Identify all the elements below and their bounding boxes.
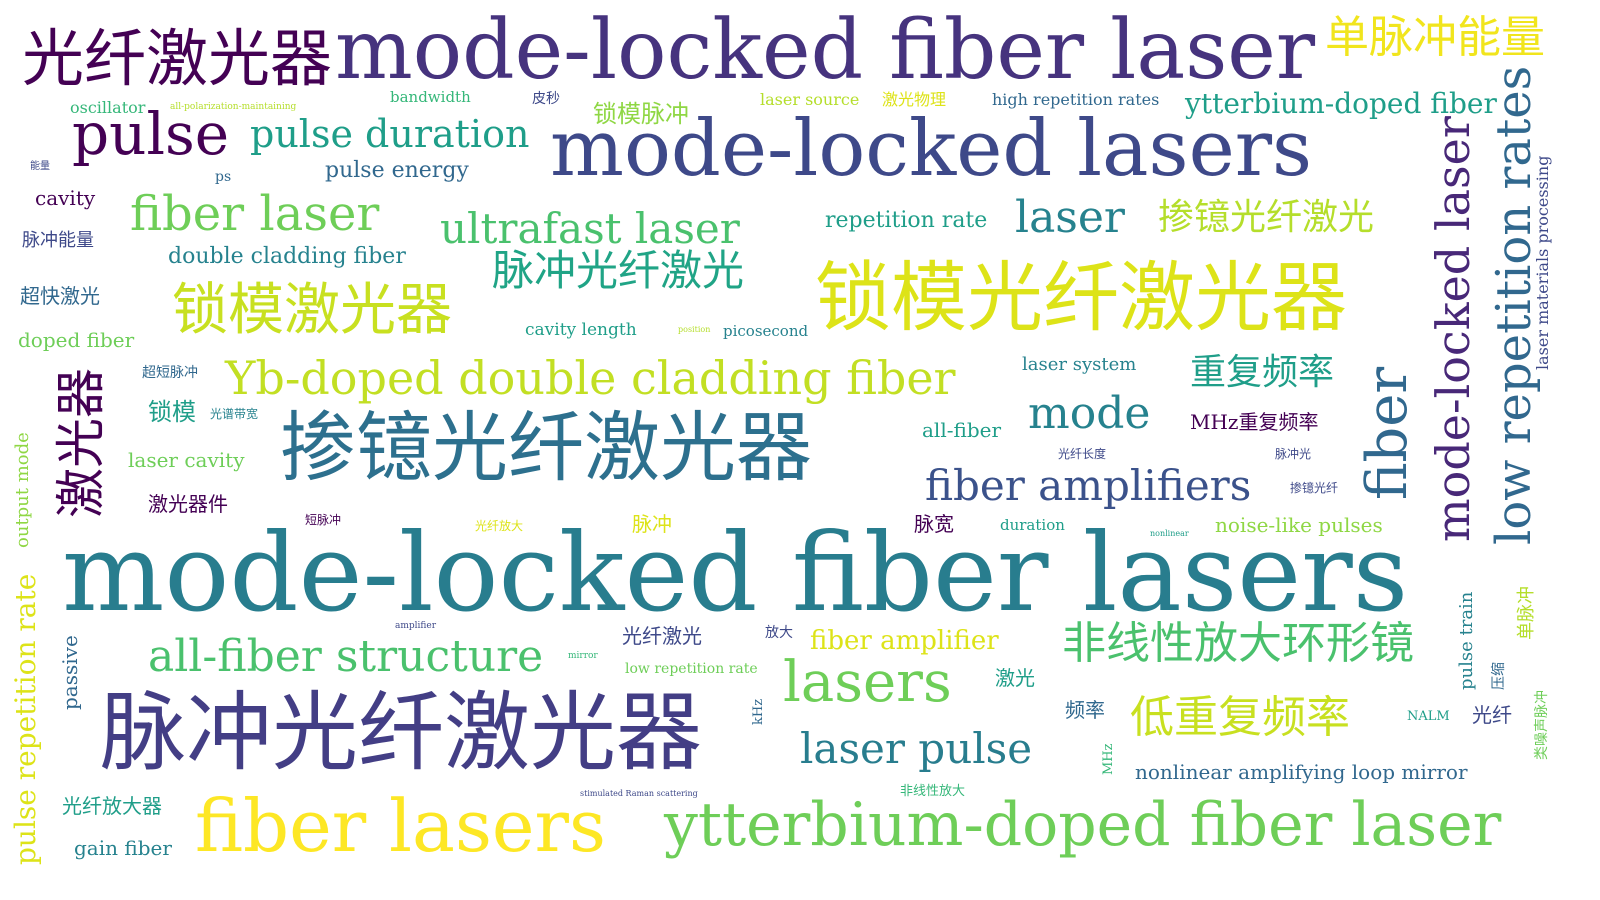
word-64: mirror <box>568 651 598 661</box>
word-59: 光纤激光 <box>622 624 702 648</box>
word-42: 掺镱光纤激光器 <box>280 403 812 492</box>
word-11: ytterbium-doped fiber <box>1185 87 1497 120</box>
word-92: 单脉冲 <box>1516 586 1537 640</box>
word-62: 非线性放大环形镜 <box>1062 618 1414 669</box>
word-84: passive <box>58 635 82 710</box>
word-57: mode-locked fiber lasers <box>62 511 1409 636</box>
word-46: 脉冲光 <box>1275 447 1312 461</box>
word-79: fiber lasers <box>195 784 606 868</box>
word-69: 低重复频率 <box>1130 692 1350 743</box>
word-89: low repetition rates <box>1486 65 1542 545</box>
word-82: output mode <box>12 432 33 548</box>
word-9: 激光物理 <box>882 90 947 109</box>
word-7: 锁模脉冲 <box>593 100 689 128</box>
word-86: MHz <box>1101 743 1116 776</box>
word-2: 单脉冲能量 <box>1325 12 1545 63</box>
word-8: laser source <box>760 90 860 109</box>
word-90: laser materials processing <box>1533 155 1552 370</box>
word-91: pulse train <box>1456 591 1477 690</box>
word-63: all-fiber structure <box>148 631 544 682</box>
word-76: stimulated Raman scattering <box>580 789 698 798</box>
word-23: 掺镱光纤激光 <box>1158 197 1375 238</box>
word-70: 频率 <box>1065 698 1105 722</box>
word-15: 能量 <box>30 161 50 172</box>
word-22: laser <box>1015 192 1125 243</box>
word-66: lasers <box>783 650 952 715</box>
word-5: bandwidth <box>390 88 471 106</box>
word-14: mode-locked lasers <box>550 104 1313 194</box>
word-61: fiber amplifier <box>810 626 999 656</box>
word-21: repetition rate <box>825 208 988 233</box>
word-39: 光谱带宽 <box>210 407 259 421</box>
word-67: 激光 <box>995 666 1035 690</box>
word-94: 类噪声脉冲 <box>1534 690 1550 760</box>
word-68: 脉冲光纤激光器 <box>100 683 702 783</box>
word-18: cavity <box>35 186 96 210</box>
word-27: 锁模光纤激光器 <box>815 253 1347 342</box>
word-43: all-fiber <box>922 418 1002 442</box>
word-83: pulse repetition rate <box>9 573 42 865</box>
word-53: 脉宽 <box>914 512 954 536</box>
word-12: pulse <box>72 100 230 168</box>
word-40: mode <box>1028 388 1151 439</box>
word-34: 超短脉冲 <box>142 365 198 381</box>
word-60: 放大 <box>765 625 793 641</box>
word-33: position <box>678 325 711 334</box>
word-36: laser system <box>1022 354 1137 375</box>
word-20: ultrafast laser <box>440 204 740 253</box>
word-25: double cladding fiber <box>168 244 406 269</box>
word-1: mode-locked fiber laser <box>335 3 1316 98</box>
word-29: 锁模激光器 <box>172 278 452 343</box>
word-58: amplifier <box>395 621 437 631</box>
word-65: low repetition rate <box>625 661 758 677</box>
word-3: oscillator <box>70 98 146 117</box>
word-28: 超快激光 <box>20 284 100 308</box>
word-4: all-polarization-maintaining <box>170 102 297 112</box>
word-35: Yb-doped double cladding fiber <box>225 351 956 405</box>
word-73: laser pulse <box>800 724 1033 773</box>
word-26: 脉冲光纤激光 <box>492 246 745 295</box>
word-54: duration <box>1000 516 1065 534</box>
word-93: 压缩 <box>1491 662 1507 690</box>
word-30: doped fiber <box>18 328 135 352</box>
word-17: pulse energy <box>325 158 469 183</box>
word-38: 锁模 <box>148 398 196 426</box>
word-75: 非线性放大 <box>900 784 966 799</box>
word-16: ps <box>215 169 232 185</box>
word-44: laser cavity <box>128 448 245 472</box>
word-19: fiber laser <box>130 186 380 242</box>
word-55: nonlinear <box>1150 529 1189 538</box>
word-85: kHz <box>751 698 766 725</box>
word-10: high repetition rates <box>992 90 1160 109</box>
word-78: gain fiber <box>74 836 172 860</box>
word-77: 光纤放大器 <box>62 794 162 818</box>
word-88: mode-locked laser <box>1426 116 1480 542</box>
word-13: pulse duration <box>250 112 530 156</box>
word-41: MHz重复频率 <box>1190 410 1319 434</box>
word-49: 掺镱光纤 <box>1290 481 1339 495</box>
word-48: 激光器件 <box>148 492 228 516</box>
word-74: nonlinear amplifying loop mirror <box>1135 760 1468 784</box>
word-51: 光纤放大 <box>475 519 524 533</box>
word-37: 重复频率 <box>1190 352 1335 393</box>
word-24: 脉冲能量 <box>22 230 94 251</box>
word-80: ytterbium-doped fiber laser <box>664 790 1502 860</box>
word-72: 光纤 <box>1472 703 1512 727</box>
word-81: 激光器 <box>52 368 110 518</box>
word-31: cavity length <box>525 320 637 340</box>
word-6: 皮秒 <box>532 91 560 107</box>
word-56: noise-like pulses <box>1215 513 1383 537</box>
word-45: 光纤长度 <box>1058 447 1107 461</box>
word-50: 短脉冲 <box>305 513 342 527</box>
word-47: fiber amplifiers <box>925 461 1252 510</box>
word-87: fiber <box>1355 366 1420 500</box>
word-52: 脉冲 <box>632 512 672 536</box>
word-32: picosecond <box>723 322 809 340</box>
word-0: 光纤激光器 <box>22 22 333 95</box>
word-71: NALM <box>1407 709 1450 724</box>
